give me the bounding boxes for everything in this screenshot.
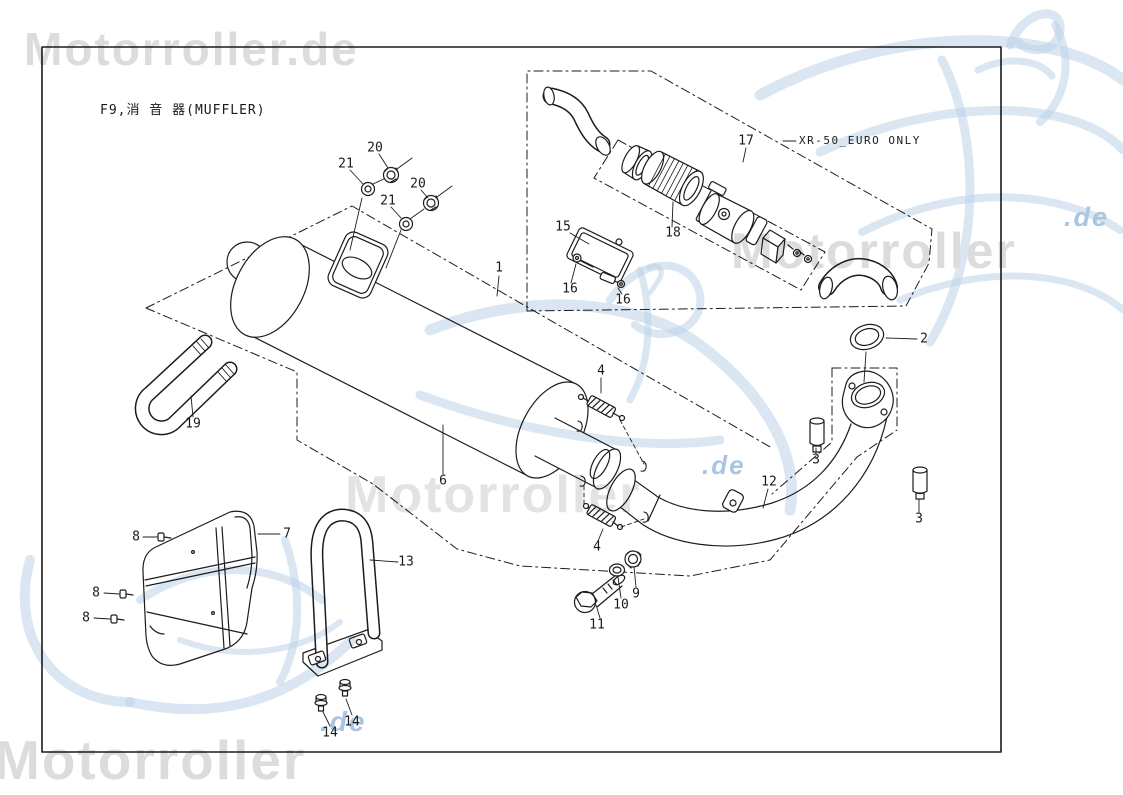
page-title: F9,消 音 器(MUFFLER) [100,103,266,118]
part-callout-16: 16 [615,292,631,308]
part-callout-2: 2 [920,331,928,347]
part-callout-13: 13 [398,554,414,570]
gasket-plate [745,216,768,246]
air-filter-element [640,150,704,207]
mount-screws [787,244,813,264]
part-callout-14: 14 [344,714,360,730]
part-callout-4: 4 [593,539,601,555]
diagram-border [41,46,1002,753]
part-callout-1: 1 [495,260,503,276]
rubber-damper-3a [809,417,825,453]
part-callout-3: 3 [915,511,923,527]
intake-hose-upper [542,86,611,156]
nut-20b [422,194,440,212]
xr50-euro-note: XR-50_EURO ONLY [799,134,921,147]
part-callout-17: 17 [738,133,754,149]
exhaust-flange [841,351,894,429]
intake-hose-lower [818,258,898,301]
muffler-mount-bracket [327,231,389,299]
part-callout-8: 8 [132,529,140,545]
shield-screw-8a [157,532,172,542]
filter-end-cap [621,145,653,181]
part-callout-14: 14 [322,725,338,741]
part-callout-20: 20 [410,176,426,192]
part-callout-3: 3 [812,452,820,468]
flange-nut-9 [624,550,642,569]
part-callout-19: 19 [185,416,201,432]
part-callout-10: 10 [613,597,629,613]
part-callout-8: 8 [82,610,90,626]
part-callout-4: 4 [597,363,605,379]
mount-block [760,229,786,264]
filter-housing [698,193,755,244]
part-callout-21: 21 [380,193,396,209]
washer-21b [398,216,414,232]
part-callout-20: 20 [367,140,383,156]
u-bolt [134,334,238,436]
muffler-stud-axis [349,157,453,269]
washer-10 [608,563,626,577]
part-callout-6: 6 [439,473,447,489]
part-callout-7: 7 [283,526,291,542]
exhaust-gasket [849,323,885,351]
part-callout-18: 18 [665,225,681,241]
part-callout-12: 12 [761,474,777,490]
rubber-damper-3b [912,466,928,500]
nut-20a [382,166,400,184]
part-callout-21: 21 [338,156,354,172]
hex-bolt-11 [573,574,626,614]
part-callout-8: 8 [92,585,100,601]
part-callout-15: 15 [555,219,571,235]
part-callout-11: 11 [589,617,605,633]
washer-21a [360,181,376,197]
part-callout-9: 9 [632,586,640,602]
part-callout-16: 16 [562,281,578,297]
